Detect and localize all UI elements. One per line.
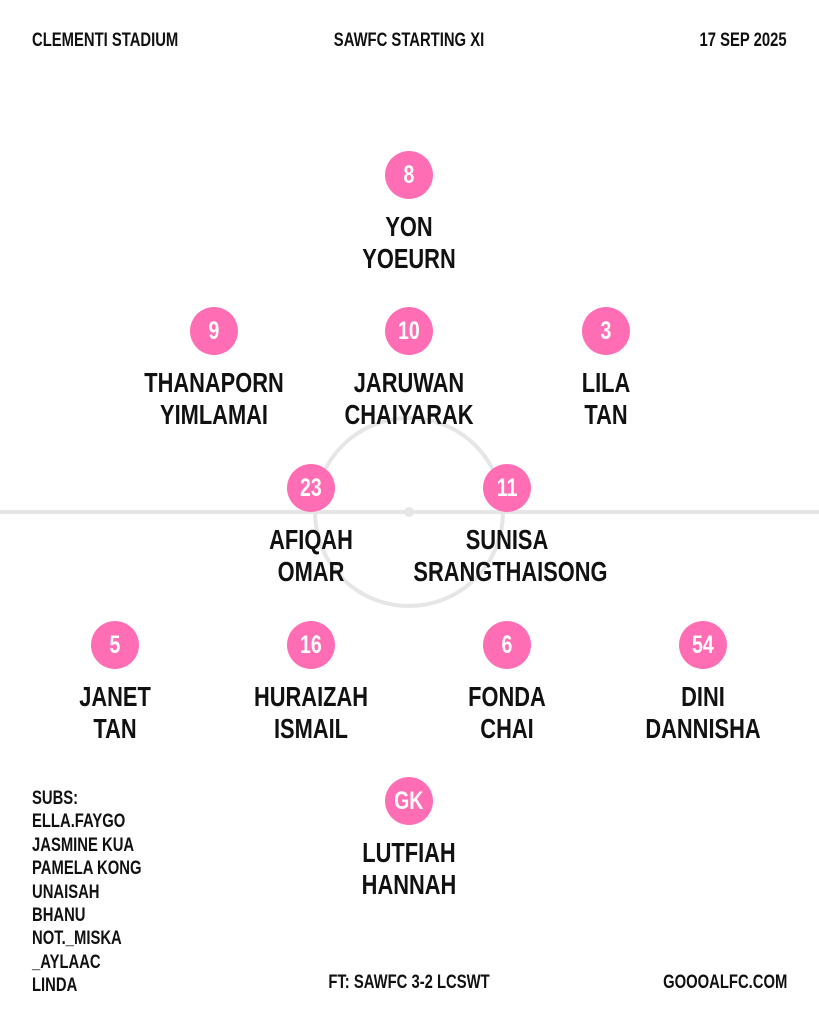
shirt-number-badge: 11 — [483, 464, 531, 512]
shirt-number-badge: 23 — [287, 464, 335, 512]
sub-player: PAMELA KONG — [32, 858, 142, 880]
player-last-name: HANNAH — [361, 869, 457, 900]
match-date: 17 SEP 2025 — [699, 30, 787, 51]
shirt-number: 6 — [501, 630, 513, 659]
shirt-number: 3 — [600, 316, 612, 345]
final-score: FT: SAWFC 3-2 LCSWT — [328, 972, 490, 993]
player-first-name: JANET — [79, 681, 151, 712]
shirt-number-badge: 9 — [190, 307, 238, 355]
shirt-number-badge: 8 — [385, 151, 433, 199]
player-first-name: JARUWAN — [353, 367, 465, 398]
player-first-name: HURAIZAH — [253, 681, 369, 712]
shirt-number: 54 — [692, 630, 714, 659]
shirt-number: 5 — [109, 630, 121, 659]
player-first-name: LILA — [581, 367, 631, 398]
center-circle — [313, 416, 505, 608]
player-last-name: TAN — [93, 713, 137, 744]
shirt-number-badge: 16 — [287, 621, 335, 669]
shirt-number: 23 — [300, 473, 322, 502]
shirt-number: 16 — [300, 630, 322, 659]
sub-player: _AYLAAC — [32, 951, 101, 973]
player-first-name: LUTFIAH — [362, 837, 456, 868]
shirt-number-badge: 5 — [91, 621, 139, 669]
subs-label: SUBS: — [32, 788, 79, 809]
sub-player: LINDA — [32, 975, 78, 997]
sub-player: UNAISAH — [32, 881, 100, 903]
player-last-name: YIMLAMAI — [160, 399, 268, 430]
player-last-name: CHAIYARAK — [344, 399, 474, 430]
player-last-name: OMAR — [277, 556, 345, 587]
shirt-number-badge: 3 — [582, 307, 630, 355]
page-title: SAWFC STARTING XI — [333, 30, 485, 51]
shirt-number: GK — [394, 786, 424, 815]
player-last-name: ISMAIL — [273, 713, 349, 744]
shirt-number: 8 — [403, 160, 415, 189]
venue-label: CLEMENTI STADIUM — [32, 30, 179, 51]
sub-player: BHANU — [32, 905, 86, 927]
player-first-name: YON — [385, 211, 433, 242]
shirt-number-badge: 10 — [385, 307, 433, 355]
player-last-name: SRANGTHAISONG — [413, 556, 608, 587]
player-last-name: CHAI — [480, 713, 534, 744]
player-last-name: TAN — [584, 399, 628, 430]
sub-player: JASMINE KUA — [32, 834, 135, 856]
sub-player: ELLA.FAYGO — [32, 811, 126, 833]
website-link: GOOOALFC.COM — [662, 972, 787, 993]
sub-player: NOT._MISKA — [32, 928, 122, 950]
player-first-name: FONDA — [468, 681, 546, 712]
center-spot — [404, 507, 414, 517]
player-first-name: AFIQAH — [269, 524, 353, 555]
shirt-number: 10 — [398, 316, 420, 345]
player-first-name: SUNISA — [465, 524, 549, 555]
shirt-number-badge: GK — [385, 777, 433, 825]
player-last-name: YOEURN — [362, 243, 456, 274]
shirt-number: 11 — [496, 473, 518, 502]
shirt-number: 9 — [208, 316, 220, 345]
shirt-number-badge: 54 — [679, 621, 727, 669]
player-first-name: DINI — [681, 681, 725, 712]
player-first-name: THANAPORN — [144, 367, 284, 398]
shirt-number-badge: 6 — [483, 621, 531, 669]
player-last-name: DANNISHA — [645, 713, 761, 744]
